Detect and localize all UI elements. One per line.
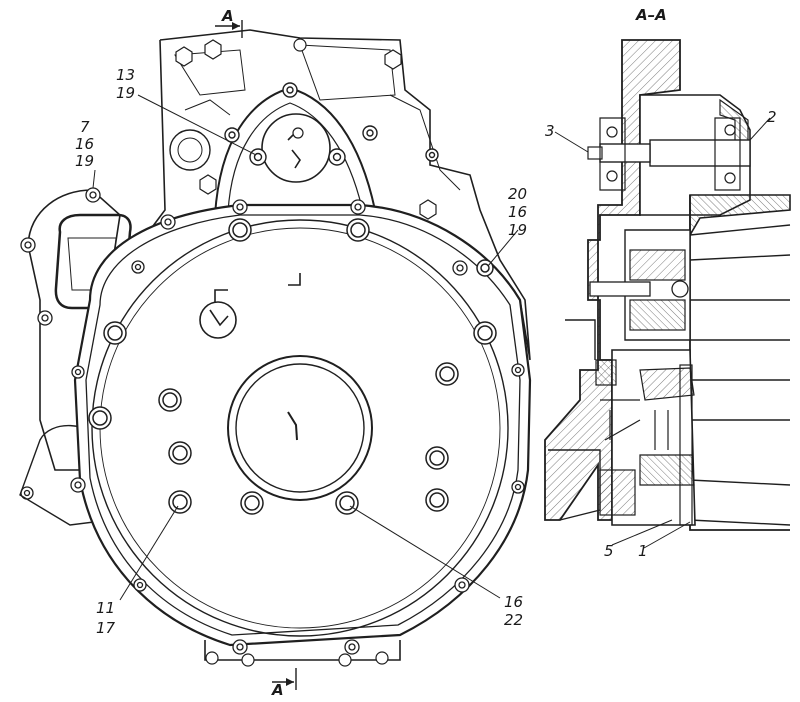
shaft-key	[587, 146, 603, 160]
casing-ribs	[689, 224, 791, 526]
crank-key-mark	[287, 411, 298, 441]
callout-16c: 16	[504, 593, 523, 611]
callout-5: 5	[604, 542, 614, 560]
callout-19: 19	[116, 84, 135, 102]
seal-hatched	[599, 469, 636, 516]
flywheel-detail-lines	[600, 399, 669, 450]
casing-edge	[689, 195, 790, 531]
inspection-port-mark	[209, 309, 229, 327]
callout-19b: 19	[75, 152, 94, 170]
timing-cover-bolts	[224, 82, 439, 166]
oil-pan-flange	[204, 640, 401, 661]
timing-cover-inner-rim	[227, 102, 363, 213]
leader-lines	[92, 94, 771, 601]
callout-13: 13	[116, 66, 135, 84]
block-bore	[169, 129, 211, 171]
bell-bore-outer	[91, 219, 509, 637]
callout-19c: 19	[508, 221, 527, 239]
callout-22: 22	[504, 611, 523, 629]
upper-seal-hatched	[595, 359, 617, 386]
lower-casing-lines	[548, 319, 601, 521]
flywheel-ring-hatched	[639, 367, 695, 401]
callout-16b: 16	[508, 203, 527, 221]
section-view	[544, 39, 791, 531]
crank-bore-outer	[227, 355, 373, 501]
flange-bolts	[70, 199, 525, 655]
oil-pan-bolts	[205, 651, 389, 667]
cam-gear-hub	[261, 113, 331, 183]
callout-2: 2	[767, 108, 777, 126]
inspection-port	[199, 301, 237, 339]
engine-block-outline	[149, 29, 531, 361]
right-casing	[689, 194, 791, 238]
section-view-title: A–A	[635, 6, 667, 24]
section-marker-bottom: A	[271, 681, 284, 699]
gear-lower-hatched	[629, 299, 686, 331]
mounting-bolts	[88, 218, 497, 515]
block-bore-inner	[177, 137, 203, 163]
block-hex-nuts	[175, 39, 437, 220]
section-arrow-bottom	[286, 678, 294, 686]
flywheel-hub-hatched	[639, 454, 695, 486]
bearing-balls	[606, 124, 736, 184]
callout-20: 20	[508, 185, 527, 203]
callout-7: 7	[80, 118, 90, 136]
callout-3: 3	[545, 122, 555, 140]
callout-17: 17	[96, 619, 116, 637]
callout-1: 1	[638, 542, 648, 560]
shaft-body	[649, 139, 751, 167]
bearing-races	[599, 117, 741, 191]
front-view	[19, 20, 532, 690]
callout-11: 11	[96, 599, 115, 617]
labels: A A A–A 13 19 7 16 19 20 16 19 11 17 16 …	[75, 6, 777, 699]
gear-upper-hatched	[629, 249, 686, 281]
ring-gear-edge	[679, 364, 693, 526]
timing-window-corners	[214, 273, 301, 302]
idler-pin	[589, 281, 651, 297]
section-marker-top: A	[221, 7, 234, 25]
cam-dowel	[292, 127, 304, 139]
section-arrow-top	[232, 22, 240, 30]
crank-bore-inner	[235, 363, 365, 493]
idler-pin-head	[671, 280, 689, 298]
flywheel-housing-flange	[85, 214, 521, 636]
block-boss	[293, 38, 307, 52]
callout-16: 16	[75, 135, 94, 153]
